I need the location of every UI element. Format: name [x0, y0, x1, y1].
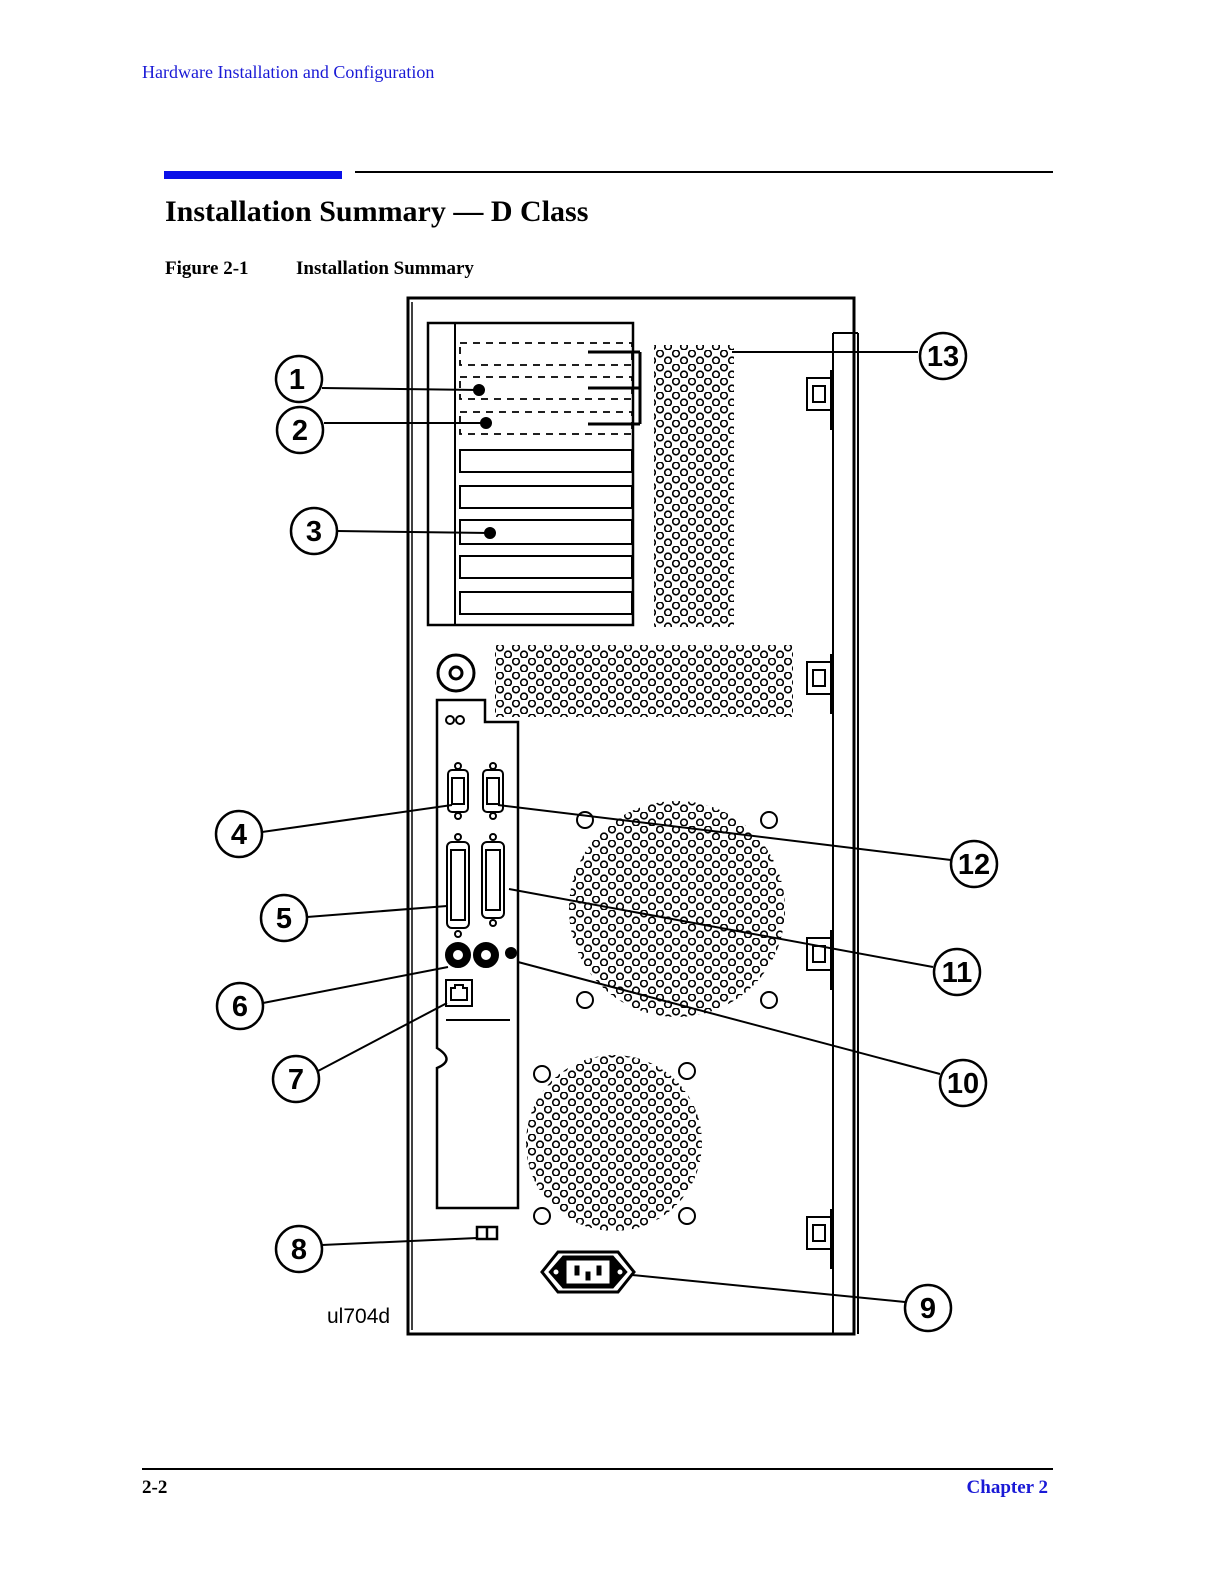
lock-icon: [438, 655, 474, 691]
callout-label-10: 10: [947, 1068, 979, 1100]
callout-label-11: 11: [942, 957, 973, 989]
side-latches: [807, 370, 831, 1269]
vent-grille-middle: [495, 645, 793, 717]
chapter-label: Chapter 2: [967, 1477, 1048, 1499]
callout-label-13: 13: [927, 341, 959, 373]
fan-grille-upper: [566, 798, 788, 1020]
callout-label-7: 7: [288, 1064, 304, 1096]
footer-rule: [142, 1468, 1053, 1470]
callout-label-12: 12: [958, 849, 990, 881]
expansion-card-cage: [428, 323, 640, 625]
figure-id-label: ul704d: [327, 1305, 390, 1328]
callout-label-6: 6: [232, 991, 248, 1023]
callout-label-5: 5: [276, 903, 292, 935]
callout-label-3: 3: [306, 516, 322, 548]
parallel-ports: [447, 834, 504, 937]
power-inlet: [542, 1252, 634, 1292]
callout-label-1: 1: [289, 364, 305, 396]
lan-port-icon: [446, 980, 472, 1006]
callout-label-2: 2: [292, 415, 308, 447]
callout-label-4: 4: [231, 819, 247, 851]
callout-label-8: 8: [291, 1234, 307, 1266]
page-number: 2-2: [142, 1477, 167, 1499]
vent-grille-upper: [654, 345, 734, 627]
callout-label-9: 9: [920, 1293, 936, 1325]
fan-grille-lower: [524, 1053, 706, 1235]
keyboard-mouse-ports: [446, 943, 516, 967]
voltage-switch: [477, 1227, 497, 1239]
serial-ports: [448, 763, 503, 819]
